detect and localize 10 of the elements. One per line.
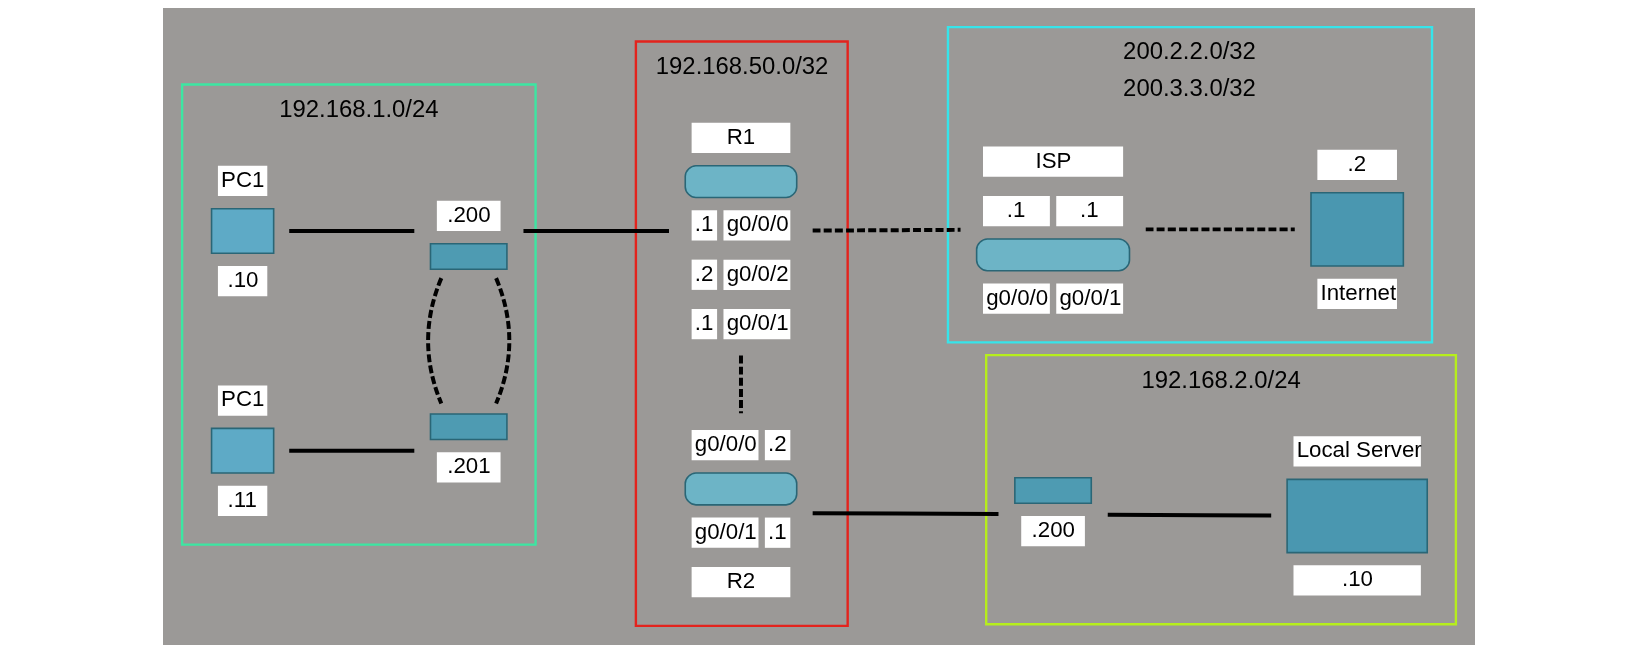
connector bbox=[812, 227, 961, 233]
connector bbox=[739, 355, 743, 414]
connector bbox=[494, 277, 512, 405]
connector bbox=[289, 229, 415, 233]
connector bbox=[523, 229, 669, 233]
connector bbox=[812, 511, 999, 517]
connector bbox=[1107, 512, 1272, 518]
connector bbox=[1145, 227, 1295, 232]
connector bbox=[289, 448, 415, 453]
connector bbox=[426, 277, 444, 405]
